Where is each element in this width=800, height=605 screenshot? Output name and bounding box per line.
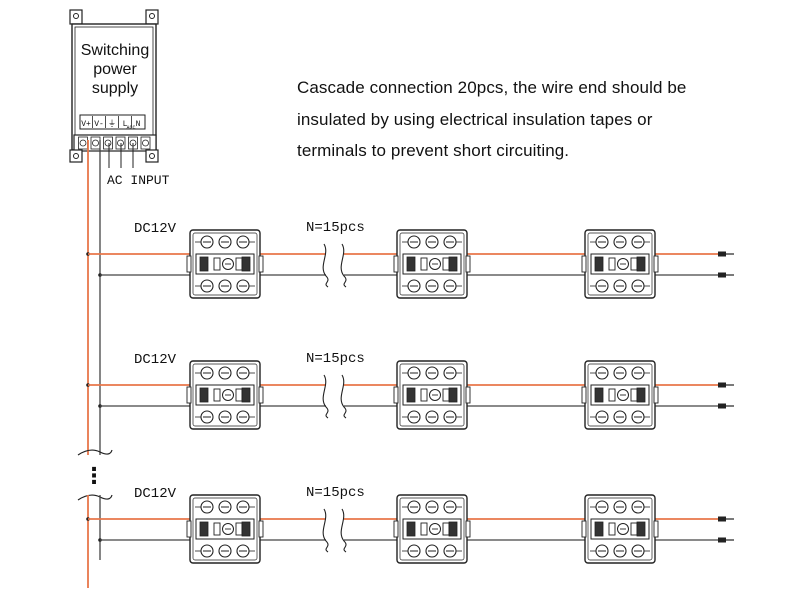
psu-title-line-3: supply [92,80,138,97]
terminal-label: V+ [81,120,91,129]
module-count-label: N=15pcs [306,485,365,501]
led-string: DC12V N=15pcs [86,351,734,430]
led-module [186,229,264,299]
wire-end-cap [718,516,726,522]
terminal-label: ⏚ [108,119,116,129]
note-line-3: terminals to prevent short circuiting. [297,141,570,160]
psu-title-line-2: power [93,61,137,78]
dc-bus-wires: ⋮ [77,140,113,588]
wire-end-cap [718,382,726,388]
wire-end-cap [718,251,726,257]
led-string: DC12V N=15pcs [86,220,734,299]
wire-break-mark [322,374,329,419]
led-module [581,494,659,564]
wire-break-mark [322,508,329,553]
terminal-screw [103,136,113,150]
module-count-label: N=15pcs [306,220,365,236]
wire-end-cap [718,537,726,543]
voltage-label: DC12V [134,352,177,368]
bus-break-mark [77,449,113,456]
led-module [393,229,471,299]
wire-end-cap [718,403,726,409]
voltage-label: DC12V [134,486,177,502]
led-module [393,494,471,564]
instruction-note: Cascade connection 20pcs, the wire end s… [297,72,767,167]
module-count-label: N=15pcs [306,351,365,367]
terminal-label: V- [94,120,104,129]
led-module [393,360,471,430]
led-module [186,494,264,564]
led-module [581,360,659,430]
ac-input-label: AC INPUT [107,173,170,188]
wire-break-mark [340,508,347,553]
led-module [581,229,659,299]
terminal-label: L [123,120,128,129]
led-module [186,360,264,430]
terminal-sub-label: ACC [126,125,135,131]
note-line-2: insulated by using electrical insulation… [297,109,653,129]
wire-break-mark [322,243,329,288]
wire-break-mark [340,243,347,288]
led-string: DC12V N=15pcs [86,485,734,564]
psu-title-line-1: Switching [81,42,149,59]
terminal-label: N [136,120,141,129]
voltage-label: DC12V [134,221,177,237]
note-line-1: Cascade connection 20pcs, the wire end s… [297,78,687,97]
terminal-screw [140,136,151,150]
wire-break-mark [340,374,347,419]
bus-break-mark [77,494,113,501]
continuation-ellipsis: ⋮ [83,464,105,489]
wire-end-cap [718,272,726,278]
